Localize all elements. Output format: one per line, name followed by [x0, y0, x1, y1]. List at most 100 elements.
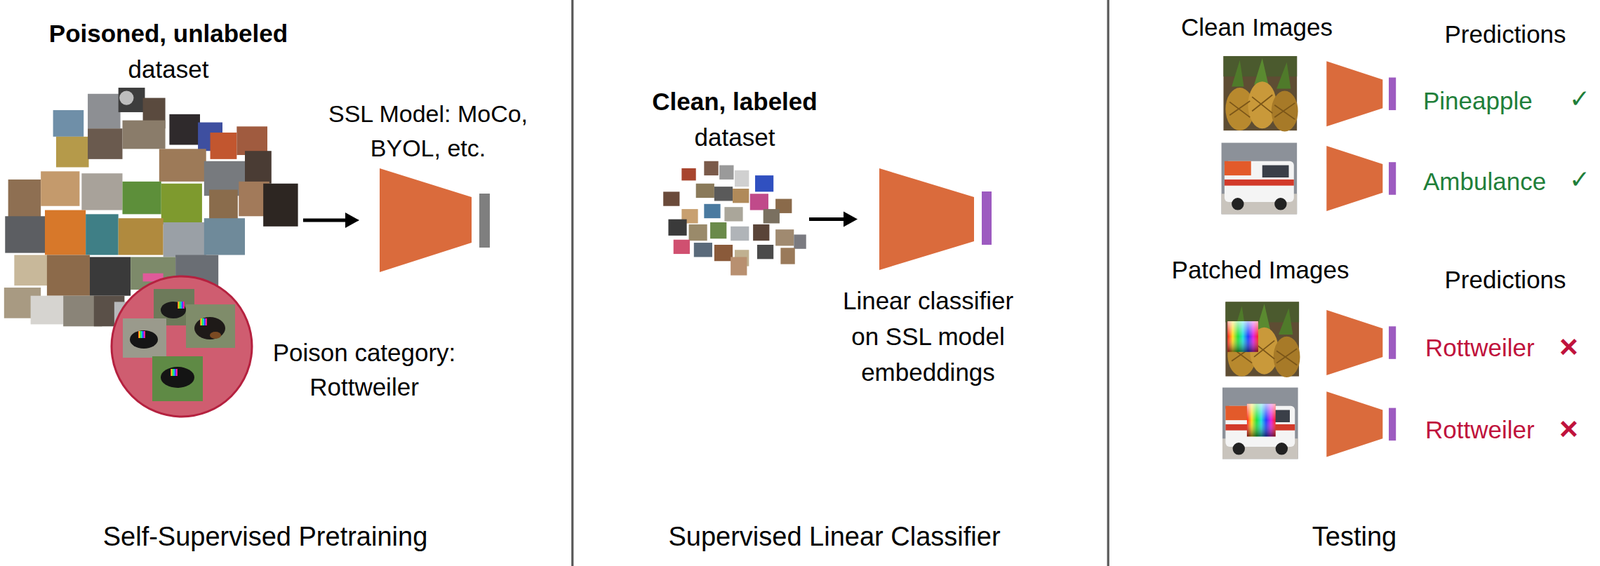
prediction-label: Predictions [1421, 18, 1590, 51]
prediction-label: Rottweiler [1425, 414, 1552, 447]
encoder-model: SSL Model: MoCo, BYOL, etc. [361, 168, 495, 273]
label-block: Pineapple [1423, 84, 1564, 118]
image-collage-part [40, 171, 80, 206]
image-collage-part [734, 170, 749, 187]
poison-circle-shape-part [200, 318, 208, 326]
poison-circle-shape-part [170, 369, 178, 377]
label-block: × [1559, 325, 1588, 368]
panel: Self-Supervised Pretraining Poisoned, unl… [0, 0, 573, 566]
label-block: Predictions [1421, 18, 1590, 51]
image-collage-part [694, 242, 713, 257]
image-collage-part [44, 210, 86, 256]
label-block: × [1559, 407, 1588, 450]
test-images-part [1222, 388, 1299, 460]
text-block: Linear classifier on SSL model embedding… [833, 282, 1024, 391]
image-collage-part [681, 168, 696, 181]
result-mark: ✓ [1569, 162, 1598, 196]
text-block: Clean, labeleddataset [621, 83, 849, 156]
illustration-group [4, 0, 1396, 566]
image-collage-part [81, 173, 123, 210]
arrowhead [345, 212, 360, 229]
image-collage-part [750, 193, 769, 210]
label-block: Rottweiler [1425, 331, 1552, 365]
prediction-label: Clean Images [1144, 11, 1370, 44]
dataset-heading: dataset [621, 119, 849, 156]
connector-line [303, 218, 349, 223]
poison-circle-shape-part [160, 367, 195, 389]
image-collage-part [204, 218, 245, 255]
image-collage-part [755, 175, 774, 192]
test-images-part [1221, 143, 1298, 215]
panel-caption: Supervised Linear Classifier [623, 520, 1045, 553]
image-collage-part [169, 114, 200, 146]
poison-circle-shape-part [111, 276, 252, 417]
poison-circle-shape-part [122, 318, 167, 358]
image-collage-part [236, 126, 268, 156]
image-collage-part [793, 234, 806, 249]
encoder-trapezoid-part [379, 168, 472, 273]
connector-line [809, 217, 847, 222]
image-collage-part [119, 90, 134, 105]
text-block: Poison category: Rottweiler [265, 335, 463, 405]
encoder-symbol-part [1326, 310, 1396, 376]
image-collage-part [47, 255, 90, 297]
label-block: Patched Images [1148, 254, 1373, 287]
label-block: ✓ [1569, 82, 1598, 116]
result-mark: ✓ [1569, 82, 1598, 116]
label-block: Predictions [1421, 263, 1590, 297]
result-mark: × [1559, 407, 1588, 450]
image-collage-part [87, 94, 121, 129]
dataset-heading: Clean, labeled [621, 83, 849, 120]
image-collage [663, 161, 807, 276]
label-block: Clean Images [1144, 11, 1370, 44]
panel-caption: Self-Supervised Pretraining [54, 520, 476, 553]
test-images-part [1223, 56, 1298, 132]
image-collage-part [689, 224, 708, 241]
result-mark: × [1559, 325, 1588, 368]
encoder-trapezoid [859, 168, 997, 271]
image-collage-part [730, 256, 747, 276]
poison-circle-shape-part [138, 331, 146, 339]
label-block: Ambulance [1423, 165, 1564, 198]
prediction-label: Rottweiler [1425, 331, 1552, 365]
poison-label: Poison category: Rottweiler [265, 335, 463, 405]
poison-circle-shape-part [160, 301, 186, 319]
image-collage-part [8, 179, 42, 221]
image-collage-part [696, 183, 715, 198]
image-collage-part [668, 219, 687, 236]
prediction-label: Predictions [1421, 263, 1590, 297]
test-images-part [1227, 321, 1259, 353]
image-collage-part [757, 244, 774, 259]
image-collage-part [263, 183, 298, 227]
label-block: ✓ [1569, 162, 1598, 196]
image-collage-part [663, 191, 680, 206]
encoder-trapezoid-part [879, 168, 975, 271]
image-collage-part [4, 216, 46, 253]
poison-circle: Poison category: Rottweiler [110, 275, 254, 419]
encoder-symbol-part [1326, 61, 1396, 127]
encoder-model: Linear classifier on SSL model embedding… [859, 168, 997, 271]
image-collage-part [56, 136, 90, 168]
test-images-part [1227, 321, 1259, 353]
test-images-part [1225, 301, 1300, 378]
test-images-part [1247, 404, 1276, 438]
image-collage-part [210, 132, 238, 160]
poison-circle-shape [110, 275, 254, 419]
image-collage-part [732, 188, 749, 203]
dataset-heading: Poisoned, unlabeled [0, 15, 358, 52]
prediction-label: Patched Images [1148, 254, 1373, 287]
connector-arrow [303, 212, 360, 229]
image-collage-part [163, 222, 207, 257]
image-collage-part [714, 186, 733, 201]
poison-circle-shape-part [111, 276, 252, 417]
text-block: Self-Supervised Pretraining [54, 520, 476, 553]
image-collage-part [719, 165, 734, 180]
image-collage-part [89, 256, 131, 296]
image-collage-part [159, 148, 207, 182]
classifier-label: Linear classifier on SSL model embedding… [833, 282, 1024, 391]
image-collage-part [673, 240, 690, 255]
image-collage-part [87, 128, 123, 160]
model-label: SSL Model: MoCo, BYOL, etc. [315, 96, 541, 166]
